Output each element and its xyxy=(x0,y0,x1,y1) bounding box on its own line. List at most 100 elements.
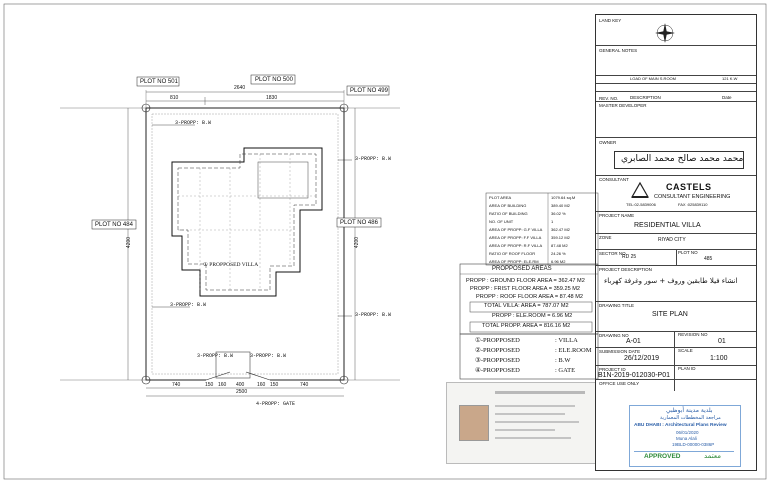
rev-no-label: REV. NO. xyxy=(599,96,619,101)
drawing-no-label: DRAWING NO xyxy=(599,333,629,338)
consultant-label: CONSULTANT xyxy=(599,177,629,182)
consultant-tel: TEL:02-5839006 xyxy=(626,202,656,207)
id-card-image xyxy=(446,382,596,464)
bw-callout-top-left: 3-PROPP: B.W xyxy=(175,120,212,126)
stamp-arabic-title: بلدية مدينة أبوظبي xyxy=(666,407,713,414)
office-use-label: OFFICE USE ONLY xyxy=(599,381,640,386)
legend-value: : B.W xyxy=(555,357,571,364)
stamp-approved-arabic: معتمد xyxy=(704,452,721,460)
dim-bottom-b: 160 xyxy=(218,382,227,388)
table-cell: RATIO OF ROOF FLOOR xyxy=(489,251,536,256)
owner-name-box: محمد محمد صالح محمد الصابري xyxy=(614,151,744,169)
project-name-label: PROJECT NAME xyxy=(599,213,635,218)
consultant-fax: FAX :025839110 xyxy=(678,202,708,207)
plot-no-value: 485 xyxy=(704,256,713,262)
plot-label-north-left: PLOT NO 501 xyxy=(140,79,178,85)
proposed-rf: PROPP : ROOF FLOOR AREA = 87.48 M2 xyxy=(476,294,583,300)
general-notes-label: GENERAL NOTES xyxy=(599,48,638,53)
table-cell: AREA OF PROPP: R.F VILLA xyxy=(489,243,543,248)
table-row: PLOT AREA 1079.64 sq.M xyxy=(487,194,597,202)
id-photo xyxy=(459,405,489,441)
legend-key: ②-PROPPOSED xyxy=(475,347,520,354)
drawing-title-label: DRAWING TITLE xyxy=(599,303,635,308)
table-cell: 1 xyxy=(551,219,554,224)
dim-top-left: 810 xyxy=(170,95,179,101)
bw-callout-bottom-mid: 3-PROPP: B.W xyxy=(250,353,287,359)
table-cell: RATIO OF BUILDING xyxy=(489,211,528,216)
gate-callout: 4-PROPP: GATE xyxy=(256,401,296,407)
dim-bottom-e: 150 xyxy=(270,382,279,388)
table-cell: 1079.64 sq.M xyxy=(551,195,576,200)
table-row: AREA OF BUILDING 389.40 M2 xyxy=(487,202,597,210)
legend-value: : ELE.ROOM xyxy=(555,347,592,354)
table-cell: 389.40 M2 xyxy=(551,203,570,208)
dim-bottom-a: 150 xyxy=(205,382,214,388)
castels-logo-icon xyxy=(630,181,650,199)
project-description: انشاء فيلا طابقين وروف + سور وغرفة كهربا… xyxy=(604,277,738,285)
total-propp-area: TOTAL PROPP. AREA = 816.16 M2 xyxy=(482,323,571,329)
plot-area-table: PLOT AREA 1079.64 sq.M AREA OF BUILDING 38… xyxy=(487,194,597,266)
dim-bottom-d: 160 xyxy=(257,382,266,388)
dim-right-vertical: 4200 xyxy=(354,236,361,249)
sector-label: SECTOR NO xyxy=(599,251,626,256)
dim-bottom-c: 400 xyxy=(236,382,245,388)
plot-no-label: PLOT NO xyxy=(678,250,698,255)
master-developer-label: MASTER DEVELOPER xyxy=(599,103,647,108)
project-id-label: PROJECT ID xyxy=(599,367,626,372)
zone-label: ZONE xyxy=(599,235,612,240)
legend-value: : GATE xyxy=(555,367,576,374)
project-description-label: PROJECT DESCRIPTION xyxy=(599,267,652,272)
plan-id-label: PLAN ID xyxy=(678,366,696,371)
consultant-sub: CONSULTANT ENGINEERING xyxy=(654,194,731,200)
consultant-name: CASTELS xyxy=(666,182,712,192)
table-cell: NO. OF UNIT xyxy=(489,219,514,224)
table-cell: 359.12 M2 xyxy=(551,235,570,240)
table-cell: AREA OF PROPP: ELE.RM xyxy=(489,259,539,264)
dim-bottom-total: 2500 xyxy=(236,389,248,395)
proposed-gf: PROPP : GROUND FLOOR AREA = 362.47 M2 xyxy=(466,278,585,284)
legend-key: ③-PROPPOSED xyxy=(475,357,520,364)
dim-top-right: 1830 xyxy=(266,95,278,101)
bw-callout-bottom-left: 3-PROPP: B.W xyxy=(197,353,234,359)
revision-value: 01 xyxy=(718,338,726,345)
legend-key: ①-PROPPOSED xyxy=(475,337,520,344)
stamp-code: 19BLD-00000-0386P xyxy=(672,442,715,447)
title-block: LAND KEY GENERAL NOTES LOAD OF MAIN S.RO… xyxy=(595,14,757,471)
sector-value: RD 25 xyxy=(622,254,637,260)
submission-date-label: SUBMISSION DATE xyxy=(599,349,641,354)
bw-callout-mid-right: 3-PROPP: B.W xyxy=(355,312,392,318)
table-row: NO. OF UNIT 1 xyxy=(487,218,597,226)
stamp-arabic-sub: مراجعة المخططات المعمارية xyxy=(660,415,721,421)
table-cell: AREA OF BUILDING xyxy=(489,203,527,208)
table-cell: AREA OF PROPP: G.F VILLA xyxy=(489,227,543,232)
table-cell: 36.02 % xyxy=(551,211,566,216)
dim-left-vertical: 4200 xyxy=(126,236,133,249)
owner-label: OWNER xyxy=(599,140,617,145)
table-cell: 362.47 M2 xyxy=(551,227,570,232)
table-cell: 6.96 M2 xyxy=(551,259,566,264)
scale-label: SCALE xyxy=(678,348,693,353)
table-row: AREA OF PROPP: F.F VILLA 359.12 M2 xyxy=(487,234,597,242)
land-key-label: LAND KEY xyxy=(599,18,622,23)
rev-row-text: LOAD OF MAIN S.ROOM xyxy=(630,76,677,81)
stamp-title: ABU DHABI : Architectural Plans Review xyxy=(634,423,727,428)
villa-label: ① PROPPOSED VILLA xyxy=(203,262,259,268)
scale-value: 1:100 xyxy=(710,355,728,362)
approval-stamp: بلدية مدينة أبوظبي مراجعة المخططات المعم… xyxy=(629,405,741,467)
bw-callout-top-right: 3-PROPP: B.W xyxy=(355,156,392,162)
drawing-no: A-01 xyxy=(626,338,641,345)
dim-bottom-left: 740 xyxy=(172,382,181,388)
proposed-areas-title: PROPPOSED AREAS xyxy=(492,266,552,272)
submission-date: 26/12/2019 xyxy=(624,355,660,362)
plot-label-north-mid: PLOT NO 500 xyxy=(255,77,293,83)
table-cell: 24.26 % xyxy=(551,251,566,256)
table-cell: PLOT AREA xyxy=(489,195,512,200)
total-villa-area: TOTAL VILLA: AREA = 787.07 M2 xyxy=(484,303,569,309)
table-row: RATIO OF BUILDING 36.02 % xyxy=(487,210,597,218)
bw-callout-mid-left: 3-PROPP: B.W xyxy=(170,302,207,308)
table-cell: AREA OF PROPP: F.F VILLA xyxy=(489,235,542,240)
stamp-name: Muna Alali xyxy=(676,436,697,441)
plot-label-west: PLOT NO 484 xyxy=(95,222,133,228)
legend-value: : VILLA xyxy=(555,337,578,344)
